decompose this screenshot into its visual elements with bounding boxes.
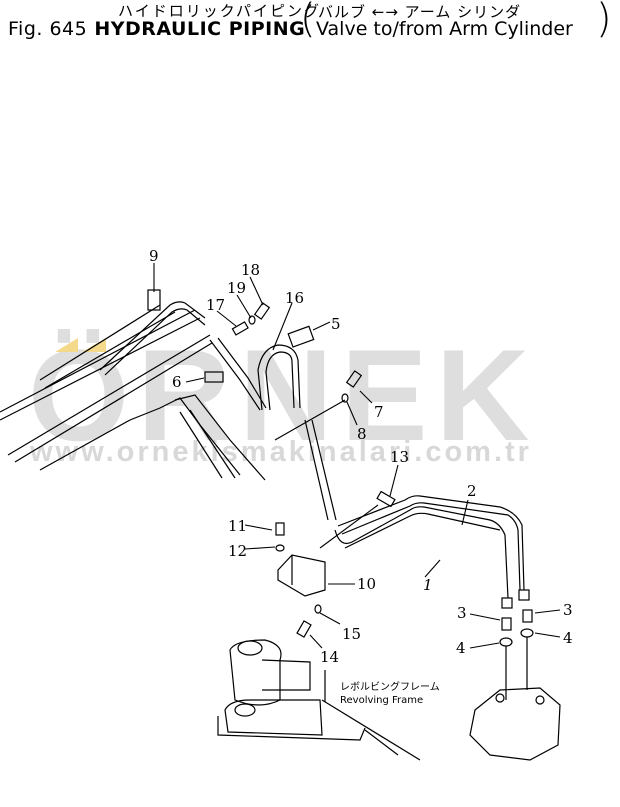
figure-number: Fig. 645 <box>8 18 88 40</box>
callout-8: 8 <box>357 425 367 443</box>
title-japanese: ハイドロリックパイピング <box>118 2 321 20</box>
callout-1: 1 <box>423 576 433 594</box>
callout-15: 15 <box>342 625 362 643</box>
callout-4-right: 4 <box>563 629 573 647</box>
callout-3-right: 3 <box>563 601 573 619</box>
page-title: Fig. 645 HYDRAULIC PIPING <box>8 18 305 40</box>
callout-14: 14 <box>320 648 340 666</box>
callout-3-left: 3 <box>457 604 467 622</box>
callout-2: 2 <box>467 482 477 500</box>
callout-12: 12 <box>228 542 248 560</box>
callout-17: 17 <box>206 296 226 314</box>
subtitle: Valve to/from Arm Cylinder <box>316 18 573 40</box>
callout-6: 6 <box>172 373 182 391</box>
callout-4-left: 4 <box>456 639 466 657</box>
watermark-accent <box>55 338 78 352</box>
subtitle-japanese: バルブ ←→ アーム シリンダ <box>318 3 522 21</box>
callout-19: 19 <box>227 279 247 297</box>
callout-18: 18 <box>241 261 261 279</box>
callout-9: 9 <box>149 247 159 265</box>
callout-11: 11 <box>228 517 248 535</box>
paren-close: ) <box>596 0 612 42</box>
callout-16: 16 <box>285 289 305 307</box>
revolving-frame-label: レボルビングフレーム Revolving Frame <box>340 681 440 707</box>
watermark-accent <box>82 338 106 352</box>
callout-10: 10 <box>357 575 377 593</box>
callout-7: 7 <box>374 403 384 421</box>
revolving-frame-en: Revolving Frame <box>340 695 424 706</box>
title-text: HYDRAULIC PIPING <box>94 18 306 40</box>
revolving-frame-jp: レボルビングフレーム <box>340 682 440 693</box>
paren-open: ( <box>300 0 316 42</box>
callout-5: 5 <box>331 315 341 333</box>
callout-13: 13 <box>390 448 410 466</box>
watermark-url: www.ornekismakinalari.com.tr <box>30 436 532 468</box>
